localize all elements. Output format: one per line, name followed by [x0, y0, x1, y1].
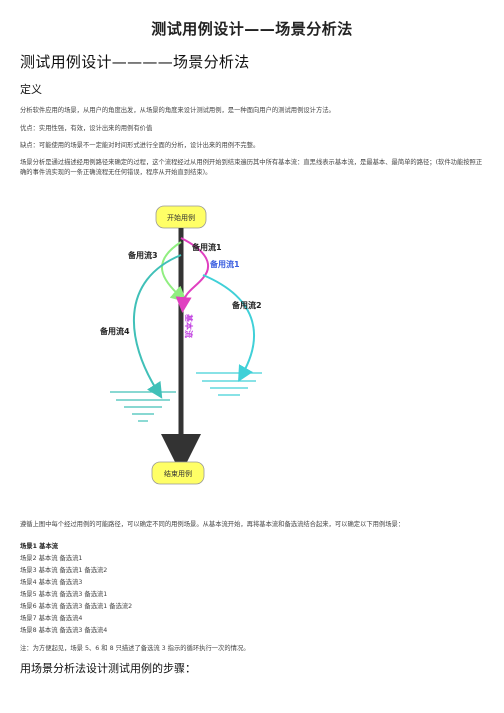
scenario-list: 场景1 基本流 场景2 基本流 备选流1 场景3 基本流 备选流1 备选流2 场… — [20, 541, 132, 637]
alt-flow-4-path — [132, 254, 182, 399]
alt-flow-2-label: 备用流2 — [231, 300, 262, 310]
scenario-item: 场景6 基本流 备选流3 备选流1 备选流2 — [20, 603, 133, 610]
flow-diagram: 开始用例 结束用例 备用流3 备用流1 备用流1 备用流2 备用流4 基本流 — [99, 205, 262, 485]
definition-paragraph: 分析软件应用的场景，从用户的角度出发，从场景的角度来设计测试用例，是一种面向用户… — [20, 107, 335, 114]
right-exit-symbol — [196, 372, 262, 396]
scenario-analysis-paragraph: 场景分析是通过描述经用例路径来确定的过程，这个流程经过从用例开始到结束遍历其中所… — [20, 159, 483, 176]
start-node-label: 开始用例 — [167, 213, 195, 222]
steps-section-heading: 用场景分析法设计测试用例的步骤： — [20, 662, 196, 675]
left-exit-symbol — [110, 391, 176, 422]
start-node: 开始用例 — [155, 205, 207, 229]
alt-flow-3-path — [161, 241, 187, 303]
advantages-paragraph: 优点：实用性强，有效，设计出来的用例有价值 — [20, 125, 153, 132]
alt-flow-1-blue-label: 备用流1 — [209, 259, 240, 269]
scenario-item: 场景2 基本流 备选流1 — [20, 555, 83, 562]
scenario-item: 场景7 基本流 备选流4 — [20, 615, 83, 622]
scenario-item: 场景4 基本流 备选流3 — [20, 579, 83, 586]
scenario-item: 场景1 基本流 — [20, 543, 59, 550]
end-node: 结束用例 — [151, 461, 205, 485]
disadvantages-paragraph: 缺点：可能使用的场景不一定能对时间形式进行全面的分析，设计出来的用例不完整。 — [20, 142, 260, 149]
end-node-label: 结束用例 — [164, 469, 192, 478]
scenario-note: 注：为方便起见，场景 5、6 和 8 只描述了备选流 3 指示的循环执行一次的情… — [20, 645, 250, 652]
alt-flow-2-path — [202, 274, 255, 382]
page-title: 测试用例设计——场景分析法 — [151, 20, 353, 38]
scenarios-intro: 遵循上图中每个经过用例的可能路径，可以确定不同的用例场景。从基本流开始，再将基本… — [20, 521, 405, 528]
definition-heading: 定义 — [20, 83, 42, 96]
alt-flow-1-path — [175, 237, 209, 313]
article-heading: 测试用例设计————场景分析法 — [20, 53, 250, 71]
scenario-item: 场景5 基本流 备选流3 备选流1 — [20, 591, 108, 598]
alt-flow-4-label: 备用流4 — [99, 326, 130, 336]
alt-flow-3-label: 备用流3 — [127, 250, 158, 260]
alt-flow-1-label: 备用流1 — [191, 242, 222, 252]
basic-flow-label: 基本流 — [184, 313, 194, 338]
scenario-item: 场景8 基本流 备选流3 备选流4 — [20, 627, 108, 634]
scenario-item: 场景3 基本流 备选流1 备选流2 — [20, 567, 108, 574]
